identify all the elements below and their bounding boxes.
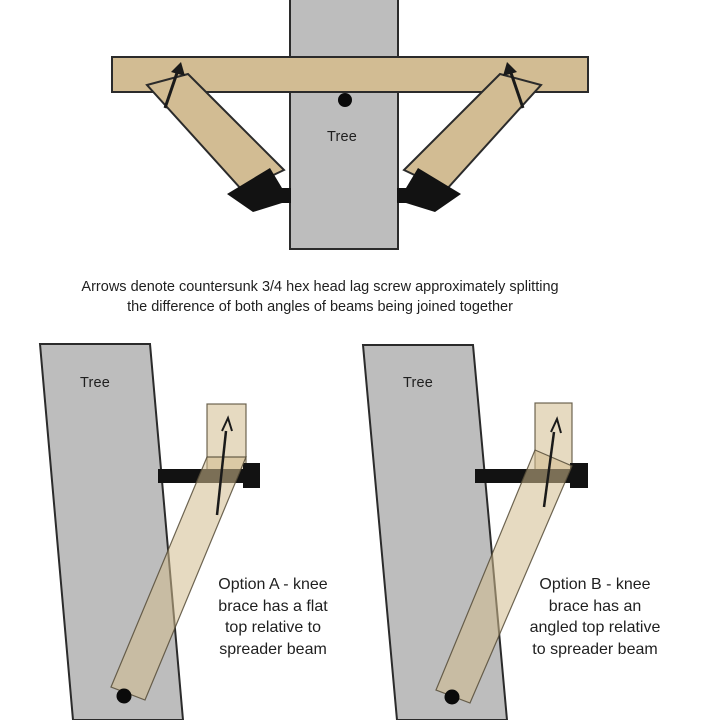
steel-bracket-left: [227, 168, 291, 212]
tree-label-top: Tree: [326, 129, 358, 145]
top-assembly-diagram: [111, 0, 589, 250]
option-a-caption: Option A - knee brace has a flat top rel…: [218, 576, 328, 658]
steel-bracket-right: [397, 168, 461, 212]
tree-label-option-a: Tree: [79, 375, 111, 391]
knee-brace-angled-top: [435, 449, 573, 704]
lag-screw-caption: Arrows denote countersunk 3/4 hex head l…: [81, 279, 559, 315]
tree-label-option-b: Tree: [402, 375, 434, 391]
lag-screw-arrow-left-icon: [163, 62, 185, 109]
option-b-caption: Option B - knee brace has an angled top …: [529, 576, 661, 658]
attachment-point-dot: [338, 93, 352, 107]
knee-brace-right: [402, 72, 543, 192]
attachment-point-dot: [116, 688, 132, 704]
lag-screw-arrow-right-icon: [503, 62, 525, 109]
knee-brace-flat-top: [110, 456, 247, 701]
option-b-diagram: [361, 344, 588, 720]
lag-screw-arrow-icon: [215, 415, 233, 516]
knee-brace-left: [145, 72, 286, 192]
option-a-diagram: [38, 343, 260, 720]
tree-trunk: [38, 343, 185, 720]
lag-screw-arrow-icon: [542, 416, 562, 508]
tree-trunk: [289, 0, 399, 250]
attachment-point-dot: [444, 689, 460, 705]
